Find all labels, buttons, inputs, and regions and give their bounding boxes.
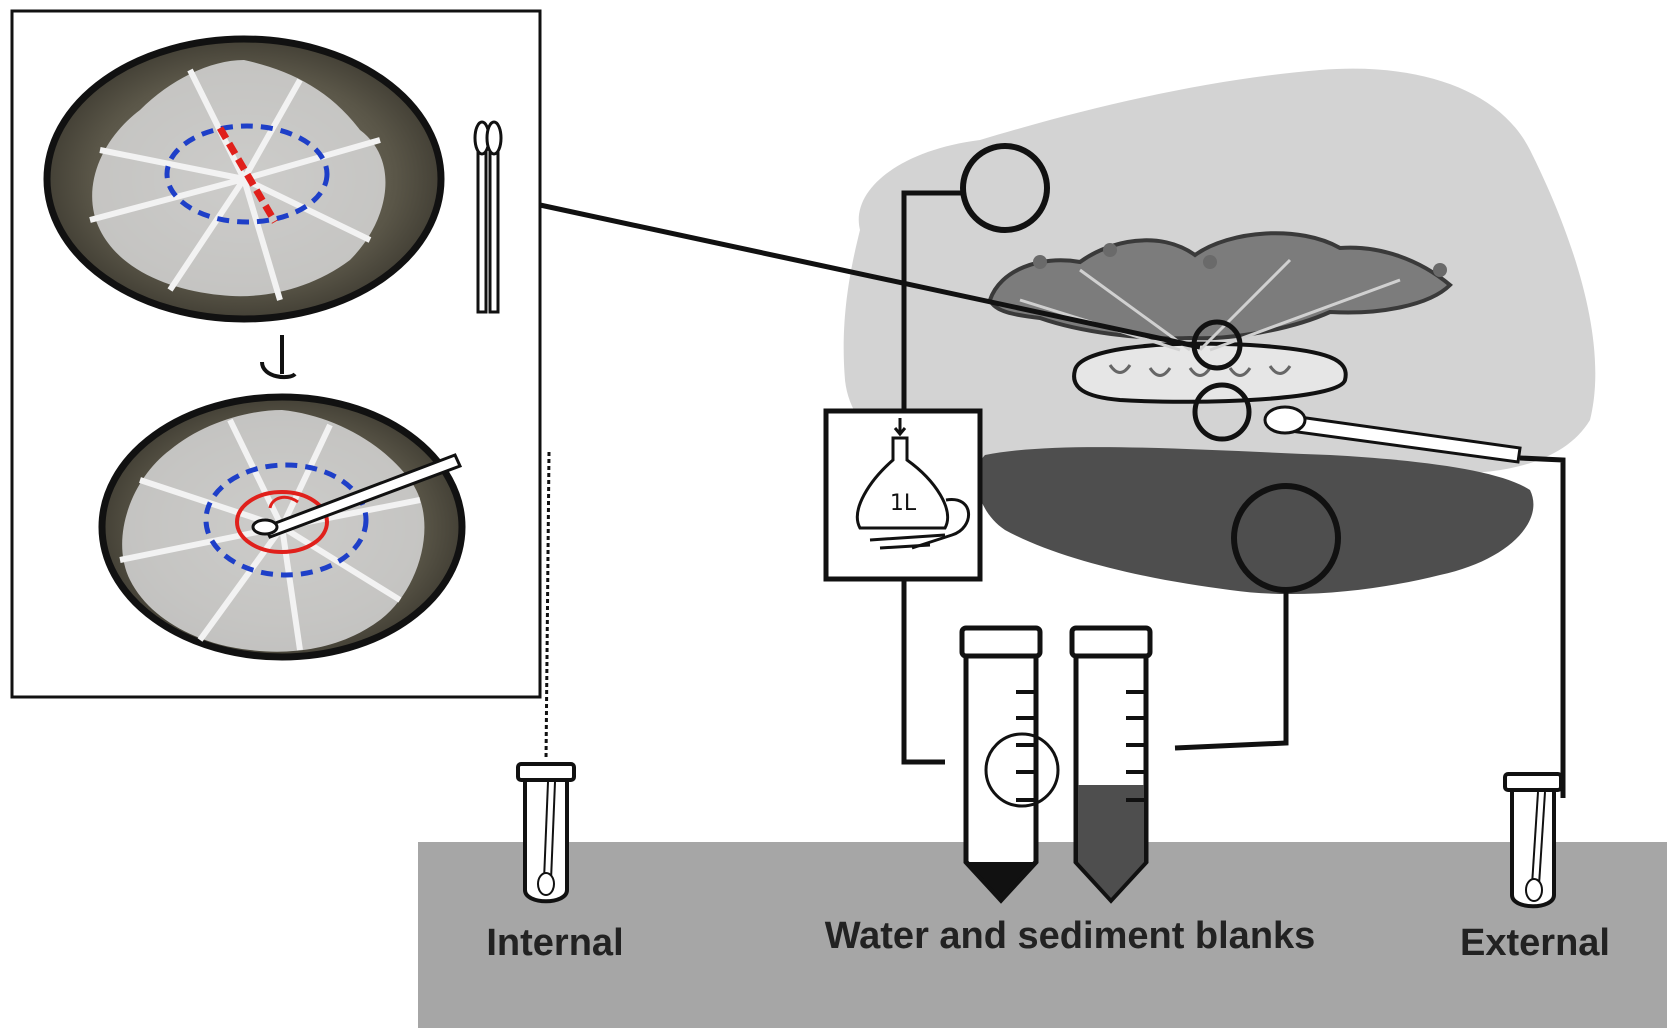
coral-sample-circle [1192,382,1252,442]
bottle-volume-label: 1L [890,491,917,516]
external-label: External [1460,922,1610,964]
seaweed-icon [987,231,1453,352]
coral-icon [1072,341,1348,404]
bottle-card: 1L [823,408,983,582]
arrow-down-icon [260,335,297,380]
swab-icon [1263,405,1522,464]
sponge-closeup-icon [43,35,445,323]
internal-label: Internal [486,922,624,964]
bottle-icon [855,418,970,550]
sponge-cut-closeup-icon [98,393,466,661]
internal-connector [544,451,551,761]
base-band [418,842,1667,1028]
water-sample-circle [960,143,1050,233]
water-sediment-blanks-label: Water and sediment blanks [824,915,1316,957]
internal-tube-icon [516,762,576,904]
water-tube-icon [959,625,1060,904]
panel-swab-icon [473,120,503,314]
sediment-area [976,447,1534,595]
external-tube-icon [1503,772,1563,909]
sediment-tube-icon [1069,625,1153,904]
